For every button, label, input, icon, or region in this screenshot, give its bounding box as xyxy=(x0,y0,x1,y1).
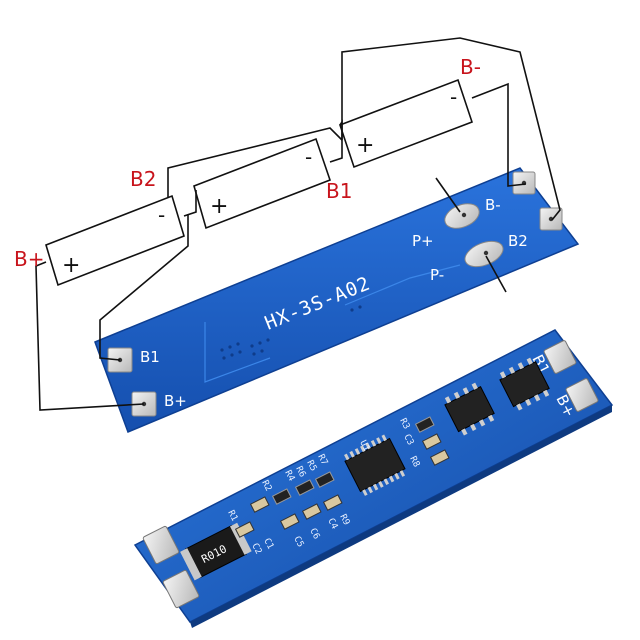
bottom-board-edge xyxy=(190,405,612,628)
bottom-board: B1 B+ R010 xyxy=(133,329,614,628)
cell-3-minus: - xyxy=(450,85,457,109)
cell-2 xyxy=(193,137,332,230)
ref-c1: C1 xyxy=(261,537,275,551)
ref-c2: C2 xyxy=(249,542,263,556)
pad-p-minus xyxy=(464,240,504,268)
ref-r6: R6 xyxy=(293,465,307,479)
wire-b-plus xyxy=(35,261,145,411)
pad-b-minus-label: B- xyxy=(485,196,501,214)
ref-u1: U1 xyxy=(357,439,371,453)
ic-u1 xyxy=(344,434,406,496)
cell-2-plus: + xyxy=(210,194,228,219)
cell-2-minus: - xyxy=(305,145,312,169)
wire-b1-link xyxy=(183,190,197,217)
cell-3-plus: + xyxy=(356,133,374,158)
p-minus-lead xyxy=(485,255,507,293)
pad-b1-bottom xyxy=(543,340,577,374)
ref-r5: R5 xyxy=(304,459,318,473)
wire-b-minus xyxy=(471,82,527,187)
cell-1 xyxy=(45,194,185,287)
pad-b2-label: B2 xyxy=(508,232,528,250)
pcb-trace xyxy=(344,264,461,306)
ref-c5: C5 xyxy=(291,535,305,549)
ref-r2: R2 xyxy=(259,479,273,493)
mosfet-2 xyxy=(499,357,550,411)
wire-b2 xyxy=(341,37,561,221)
passive-components xyxy=(234,416,450,538)
label-b2: B2 xyxy=(130,167,156,191)
ref-r1: R1 xyxy=(225,509,239,523)
cell-1-minus: - xyxy=(158,203,165,227)
pad-p-minus-label: P- xyxy=(430,266,444,284)
mosfet-1 xyxy=(444,382,495,436)
ref-r3: R3 xyxy=(397,417,411,431)
label-b1: B1 xyxy=(326,179,352,203)
bottom-pad-2 xyxy=(162,569,200,609)
pcb-trace xyxy=(204,322,271,383)
pad-b1-label: B1 xyxy=(140,348,160,366)
ref-r4: R4 xyxy=(282,469,296,483)
cell-1-plus: + xyxy=(62,253,80,278)
wire-top-link xyxy=(167,127,343,198)
battery-cells: + - + - + - xyxy=(45,78,474,287)
cell-3 xyxy=(338,78,474,169)
via-dots xyxy=(220,305,362,360)
shunt-resistor: R010 xyxy=(180,522,252,581)
label-b-minus: B- xyxy=(460,55,481,79)
pad-b-plus-label: B+ xyxy=(164,392,187,410)
bottom-pad-1 xyxy=(142,525,180,565)
ref-r7: R7 xyxy=(315,453,329,467)
pad-b-plus-bottom xyxy=(565,378,599,412)
ref-c4: C4 xyxy=(325,517,339,531)
pad-p-plus-label: P+ xyxy=(412,232,434,250)
label-b-plus: B+ xyxy=(14,247,44,271)
wiring xyxy=(35,37,561,411)
ref-r9: R9 xyxy=(337,513,351,527)
ref-r8: R8 xyxy=(407,455,421,469)
ref-c3: C3 xyxy=(401,433,415,447)
top-board-pcb xyxy=(94,167,580,433)
ref-c6: C6 xyxy=(307,527,321,541)
pad-p-plus xyxy=(444,203,480,229)
wire-b1 xyxy=(99,214,189,361)
p-plus-lead xyxy=(435,177,461,213)
